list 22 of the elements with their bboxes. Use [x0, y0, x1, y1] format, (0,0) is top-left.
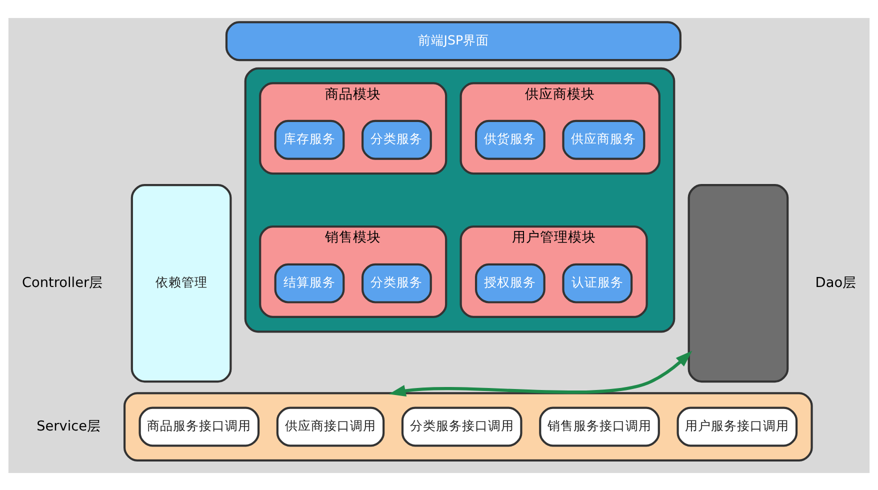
node-box: 供货服务 — [475, 119, 546, 160]
cluster — [244, 66, 676, 332]
node-box: 供应商接口调用 — [276, 406, 385, 446]
node-box: 分类服务接口调用 — [401, 406, 522, 446]
node-box: 销售服务接口调用 — [539, 406, 660, 446]
label: Controller层 — [22, 274, 104, 290]
node-box: 前端JSP界面 — [225, 20, 682, 61]
node-box: 用户服务接口调用 — [676, 406, 798, 446]
arrow — [388, 350, 692, 396]
node-box: 分类服务 — [362, 119, 432, 160]
node-box — [688, 184, 789, 382]
node-box: 结算服务 — [274, 262, 345, 303]
node-box: 库存服务 — [274, 119, 345, 160]
node-box: 认证服务 — [562, 262, 633, 303]
node-box: 授权服务 — [475, 262, 546, 303]
cluster — [124, 392, 813, 461]
node-box: 分类服务 — [362, 262, 432, 303]
label: Service层 — [36, 418, 102, 434]
node-box: 依赖管理 — [130, 184, 232, 382]
node-box: 供应商服务 — [562, 119, 646, 160]
node-box: 商品服务接口调用 — [138, 406, 260, 446]
label: Dao层 — [815, 274, 857, 290]
